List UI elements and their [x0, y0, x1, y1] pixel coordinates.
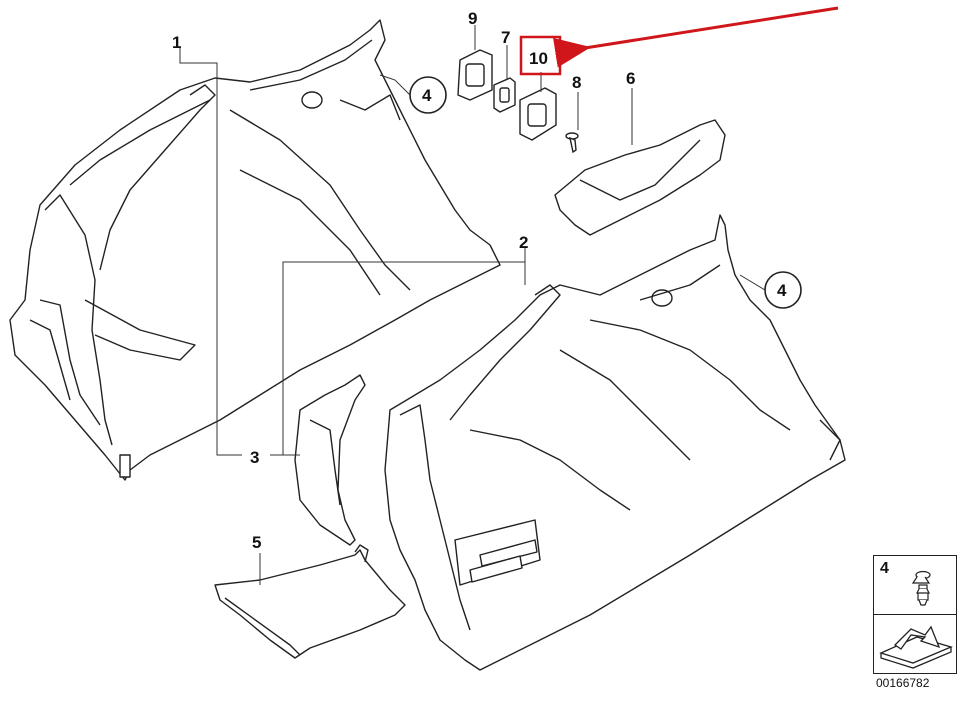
callout-10: 10 — [529, 49, 548, 68]
legend-divider — [874, 614, 956, 615]
part-2-right-trunk-trim — [384, 214, 846, 671]
callout-7: 7 — [501, 28, 510, 47]
callout-6: 6 — [626, 69, 635, 88]
callout-3: 3 — [250, 448, 259, 467]
highlight-arrow — [553, 6, 839, 68]
part-6-cover — [554, 119, 726, 236]
push-clip-icon — [911, 570, 931, 606]
part-1-left-trunk-trim — [9, 19, 501, 481]
callout-circle-4-top — [409, 76, 447, 114]
legend-number: 4 — [880, 560, 889, 577]
callout-8: 8 — [572, 73, 581, 92]
legend-graphics — [879, 570, 953, 669]
callout-1: 1 — [172, 33, 181, 52]
callout-4-right: 4 — [777, 281, 787, 300]
callout-circle-4-right — [764, 271, 802, 309]
part-10-cap — [519, 87, 557, 141]
callout-5: 5 — [252, 533, 261, 552]
part-7-clip — [493, 77, 516, 113]
callout-2: 2 — [519, 233, 528, 252]
step-arrow-icon — [879, 625, 953, 669]
diagram-id: 00166782 — [876, 676, 930, 690]
leader-lines — [179, 25, 766, 585]
part-9-mount — [457, 49, 493, 101]
callout-9: 9 — [468, 9, 477, 28]
part-5-floor-cover — [214, 544, 406, 659]
legend-box: 4 — [873, 555, 957, 674]
part-3-bracket — [294, 374, 366, 546]
callout-4-top: 4 — [422, 86, 432, 105]
part-8-screw — [565, 132, 579, 154]
